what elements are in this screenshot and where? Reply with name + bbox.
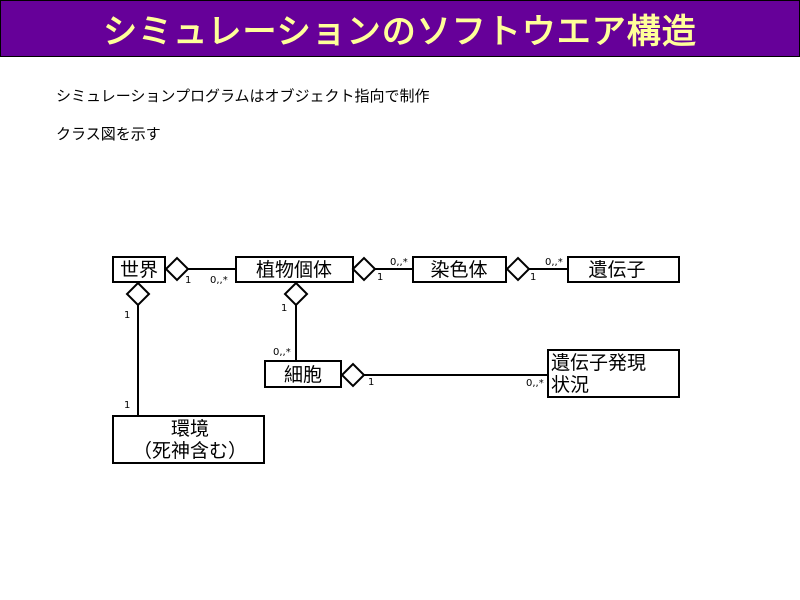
class-cell-label: 細胞 bbox=[284, 364, 322, 386]
mult-chromosome-gene-one: 1 bbox=[530, 272, 536, 283]
mult-cell-expression-one: 1 bbox=[368, 377, 374, 388]
class-cell: 細胞 bbox=[264, 360, 342, 388]
mult-plant-chromosome-one: 1 bbox=[377, 272, 383, 283]
mult-plant-cell-many: 0,,* bbox=[273, 347, 291, 358]
aggregation-diamond-world-environment bbox=[125, 281, 151, 307]
mult-plant-cell-one: 1 bbox=[281, 303, 287, 314]
class-environment-label-1: 環境 bbox=[171, 418, 209, 440]
class-plant: 植物個体 bbox=[235, 256, 354, 283]
mult-cell-expression-many: 0,,* bbox=[526, 378, 544, 389]
class-chromosome-label: 染色体 bbox=[430, 259, 487, 281]
class-world-label: 世界 bbox=[120, 259, 158, 281]
mult-world-environment-top: 1 bbox=[124, 310, 130, 321]
class-gene: 遺伝子 bbox=[567, 256, 680, 283]
title-bar: シミュレーションのソフトウエア構造 bbox=[0, 0, 800, 57]
aggregation-diamond-plant-chromosome bbox=[351, 256, 377, 282]
mult-chromosome-gene-many: 0,,* bbox=[545, 257, 563, 268]
class-world: 世界 bbox=[112, 256, 166, 283]
aggregation-diamond-world-plant bbox=[164, 256, 190, 282]
class-gene-label: 遺伝子 bbox=[588, 259, 645, 281]
class-plant-label: 植物個体 bbox=[256, 259, 332, 281]
mult-plant-chromosome-many: 0,,* bbox=[390, 257, 408, 268]
description-line-2: クラス図を示す bbox=[56, 125, 161, 143]
description-line-1: シミュレーションプログラムはオブジェクト指向で制作 bbox=[56, 87, 430, 105]
aggregation-diamond-plant-cell bbox=[283, 281, 309, 307]
slide-title: シミュレーションのソフトウエア構造 bbox=[103, 12, 697, 52]
class-environment: 環境 （死神含む） bbox=[112, 415, 265, 464]
mult-world-plant-one: 1 bbox=[185, 275, 191, 286]
aggregation-diamond-chromosome-gene bbox=[505, 256, 531, 282]
mult-world-plant-many: 0,,* bbox=[210, 275, 228, 286]
aggregation-diamond-cell-expression bbox=[340, 362, 366, 388]
class-expression-label-1: 遺伝子発現 bbox=[551, 352, 646, 374]
class-chromosome: 染色体 bbox=[412, 256, 507, 283]
class-expression-label-2: 状況 bbox=[551, 374, 589, 396]
mult-world-environment-bottom: 1 bbox=[124, 400, 130, 411]
class-environment-label-2: （死神含む） bbox=[133, 440, 247, 462]
class-expression: 遺伝子発現 状況 bbox=[547, 349, 680, 398]
